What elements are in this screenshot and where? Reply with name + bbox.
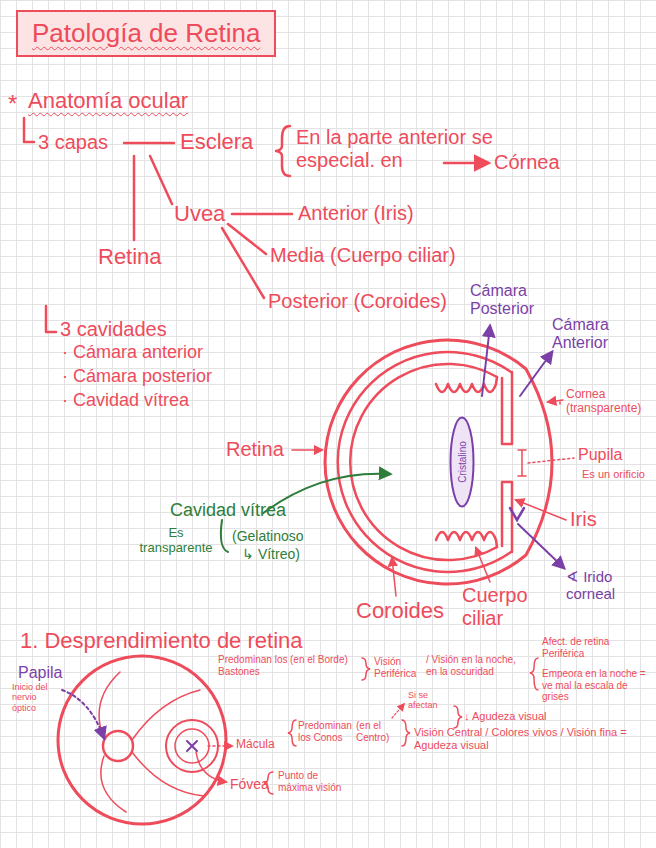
brace [221, 520, 228, 552]
lens-label: Cristalino [457, 441, 468, 483]
note-label: Cavidad vítrea [170, 500, 286, 521]
title-text: Patología de Retina [32, 18, 260, 49]
title-box: Patología de Retina [16, 10, 276, 57]
leader [559, 402, 561, 404]
note-label: Empeora en la noche = ve mal la escala d… [542, 668, 650, 703]
note-label: ∢ Irido corneal [566, 568, 648, 603]
leader [62, 690, 104, 738]
lens-ellipse: Cristalino [449, 416, 475, 508]
note-label: Visión Periférica [374, 656, 426, 679]
macula-inner [175, 729, 209, 763]
tree-line [46, 306, 56, 332]
note-label: Retina [98, 244, 162, 269]
note-label: Uvea [174, 201, 225, 226]
retina-outline [350, 364, 497, 560]
tree-line [24, 118, 34, 142]
brace [530, 658, 538, 690]
arrow [444, 162, 488, 165]
note-label: Afect. de retina Periférica [542, 636, 642, 659]
note-label: · Cámara anterior [62, 342, 203, 363]
note-label: Cuerpo ciliar [462, 584, 572, 630]
note-label: Papila [18, 664, 62, 682]
note-label: · Cámara posterior [62, 366, 212, 387]
pupil-mark [518, 450, 526, 476]
brace [288, 720, 296, 746]
note-label: Punto de máxima visión [278, 770, 342, 793]
brace [402, 720, 410, 746]
angle-mark [510, 508, 524, 520]
note-label: Si se afectan [408, 690, 452, 711]
note-label: Media (Cuerpo ciliar) [270, 244, 456, 267]
note-label: * [8, 90, 17, 118]
note-label: Cámara Anterior [552, 316, 626, 353]
note-label: Anatomía ocular [28, 88, 188, 113]
note-label: Mácula [236, 738, 275, 752]
note-label: En la parte anterior se especial. en [296, 126, 501, 172]
tree-line [124, 142, 174, 145]
note-label: Inicio del nervio óptico [12, 682, 58, 713]
note-label: Es un orificio [582, 468, 645, 481]
note-label: Visión Central / Colores vivos / Visión … [414, 726, 646, 751]
note-label: Pupila [578, 446, 622, 464]
tree-line [222, 228, 264, 298]
sclera-outline [325, 340, 552, 584]
note-label: · Cavidad vítrea [62, 390, 189, 411]
brace [276, 126, 290, 176]
brace [454, 706, 462, 728]
leader [392, 558, 396, 596]
iris-shape [502, 372, 512, 444]
fovea-mark [187, 741, 197, 751]
brace [362, 658, 370, 680]
note-label: Predominan los Conos [298, 720, 360, 743]
note-label: Cámara Posterior [470, 282, 544, 319]
leader [548, 400, 563, 402]
leader [518, 524, 564, 568]
note-label: 3 capas [38, 131, 108, 154]
leader [520, 352, 552, 396]
tree-line [150, 156, 172, 204]
note-label: Predominan los Bastones [218, 654, 288, 677]
leader [482, 326, 490, 396]
note-label: (en el Borde) [290, 654, 348, 666]
note-label: Fóvea [230, 776, 269, 792]
leader [476, 548, 490, 582]
note-label: Cornea (transparente) [566, 388, 650, 416]
tree-line [133, 156, 136, 240]
note-label: Esclera [180, 129, 253, 154]
iris-shape [502, 482, 512, 552]
leader [196, 752, 226, 782]
note-label: Retina [226, 438, 284, 461]
note-label: / Visión en la noche, en la oscuridad [426, 654, 526, 677]
note-label: Coroides [356, 598, 444, 623]
vessel [99, 672, 204, 812]
note-label: (en el Centro) [356, 720, 400, 743]
leader [392, 704, 404, 718]
leader [208, 745, 232, 747]
leader [528, 458, 574, 463]
note-label: 3 cavidades [60, 318, 167, 341]
tree-line [232, 213, 292, 216]
note-label: Es transparente [136, 526, 216, 556]
note-label: ↓ Agudeza visual [464, 710, 547, 723]
choroid-outline [338, 352, 511, 572]
ciliary-body [436, 377, 497, 392]
note-label: Posterior (Coroides) [268, 290, 447, 313]
note-label: 1. Desprendimiento de retina [20, 628, 303, 653]
note-label: Anterior (Iris) [298, 202, 414, 225]
note-label: Córnea [494, 151, 560, 174]
optic-disc [103, 731, 133, 761]
fundus-outline [58, 656, 226, 824]
note-label: Iris [570, 508, 597, 531]
note-label: ↳ Vítreo) [242, 546, 300, 562]
leader [292, 449, 322, 451]
note-label: (Gelatinoso [232, 528, 304, 544]
ciliary-body [436, 532, 497, 547]
